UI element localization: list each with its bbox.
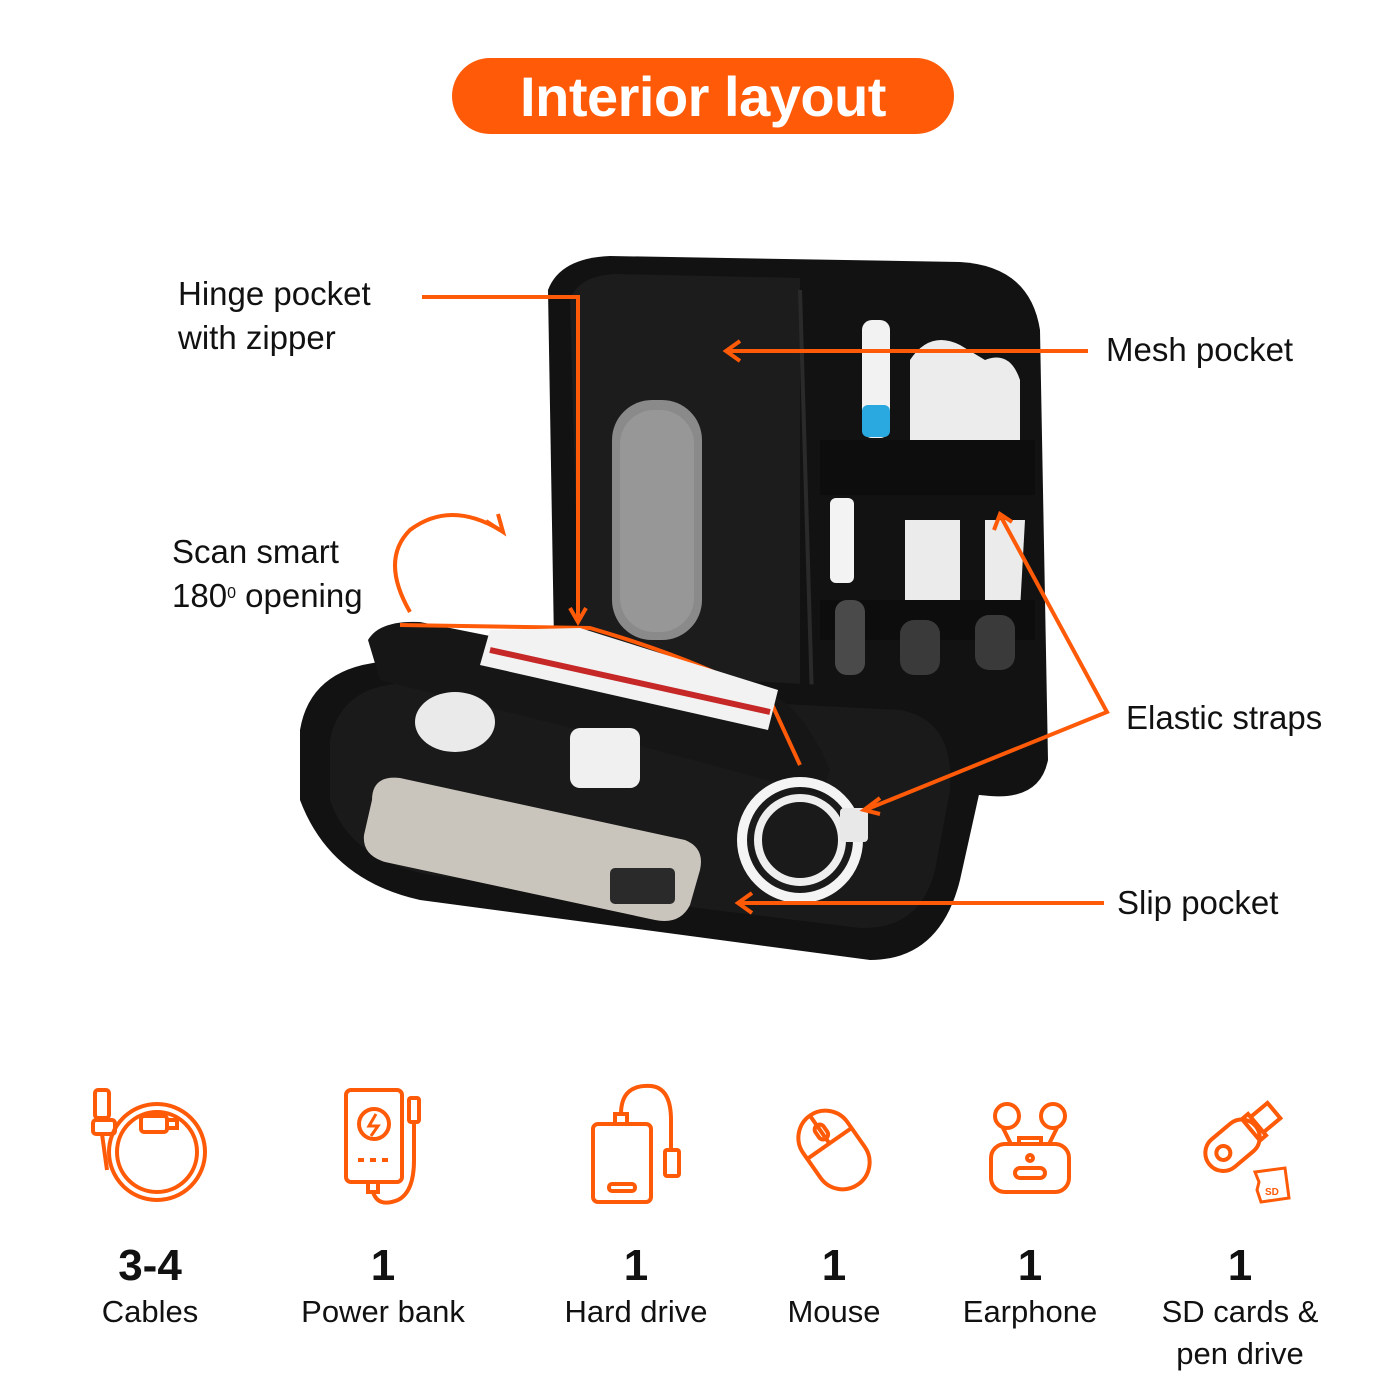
elastic-straps-leader [864, 514, 1110, 812]
callout-mesh-pocket: Mesh pocket [1106, 331, 1294, 368]
page-title: Interior layout [520, 64, 886, 128]
cable-icon [91, 1088, 207, 1202]
capacity-item-sd-pen-drive: SD 1 SD cards & pen drive [1110, 1080, 1370, 1375]
capacity-count: 1 [821, 1241, 847, 1290]
capacity-label: Power bank [301, 1294, 465, 1329]
callout-hinge-pocket-line1: Hinge pocket [178, 275, 371, 312]
power-bank-icon [344, 1088, 421, 1205]
degree-superscript: 0 [227, 585, 236, 602]
sd-card-pen-drive-icon: SD [1203, 1100, 1291, 1204]
capacity-label: Cables [101, 1294, 199, 1329]
capacity-item-earphone: 1 Earphone [900, 1080, 1160, 1333]
capacity-count: 1 [370, 1241, 396, 1290]
capacity-item-cables: 3-4 Cables [20, 1080, 280, 1333]
hard-drive-icon [591, 1083, 681, 1204]
capacity-item-power-bank: 1 Power bank [253, 1080, 513, 1333]
capacity-count: 1 [623, 1241, 649, 1290]
capacity-count: 3-4 [118, 1241, 182, 1290]
callout-hinge-pocket: Hinge pocket with zipper [178, 272, 371, 360]
callout-lines [393, 295, 1110, 915]
opening-arc-arrow [393, 513, 502, 613]
callout-hinge-pocket-line2: with zipper [178, 319, 336, 356]
title-badge: Interior layout [452, 58, 954, 134]
opening-text: opening [235, 577, 363, 614]
capacity-item-mouse: 1 Mouse [704, 1080, 964, 1333]
callout-scan-smart: Scan smart 1800 opening [172, 530, 363, 618]
callout-scan-smart-line1: Scan smart [172, 533, 339, 570]
capacity-label: Earphone [962, 1294, 1098, 1329]
callout-elastic-straps: Elastic straps [1126, 699, 1323, 736]
capacity-label: Mouse [787, 1294, 881, 1329]
hinge-pocket-leader [422, 295, 580, 620]
case-base [300, 621, 982, 960]
mouse-icon [796, 1108, 872, 1192]
svg-text:SD: SD [1265, 1187, 1279, 1198]
capacity-item-hard-drive: 1 Hard drive [506, 1080, 766, 1333]
callout-slip-pocket: Slip pocket [1117, 884, 1279, 921]
degree-number: 180 [172, 577, 228, 614]
capacity-count: 1 [1017, 1241, 1043, 1290]
earphone-icon [989, 1102, 1071, 1194]
capacity-label: SD cards & [1161, 1294, 1319, 1329]
capacity-label: Hard drive [564, 1294, 708, 1329]
callout-scan-smart-line2: 1800 opening [172, 574, 363, 618]
capacity-count: 1 [1227, 1241, 1253, 1290]
capacity-label-line2: pen drive [1176, 1336, 1304, 1371]
